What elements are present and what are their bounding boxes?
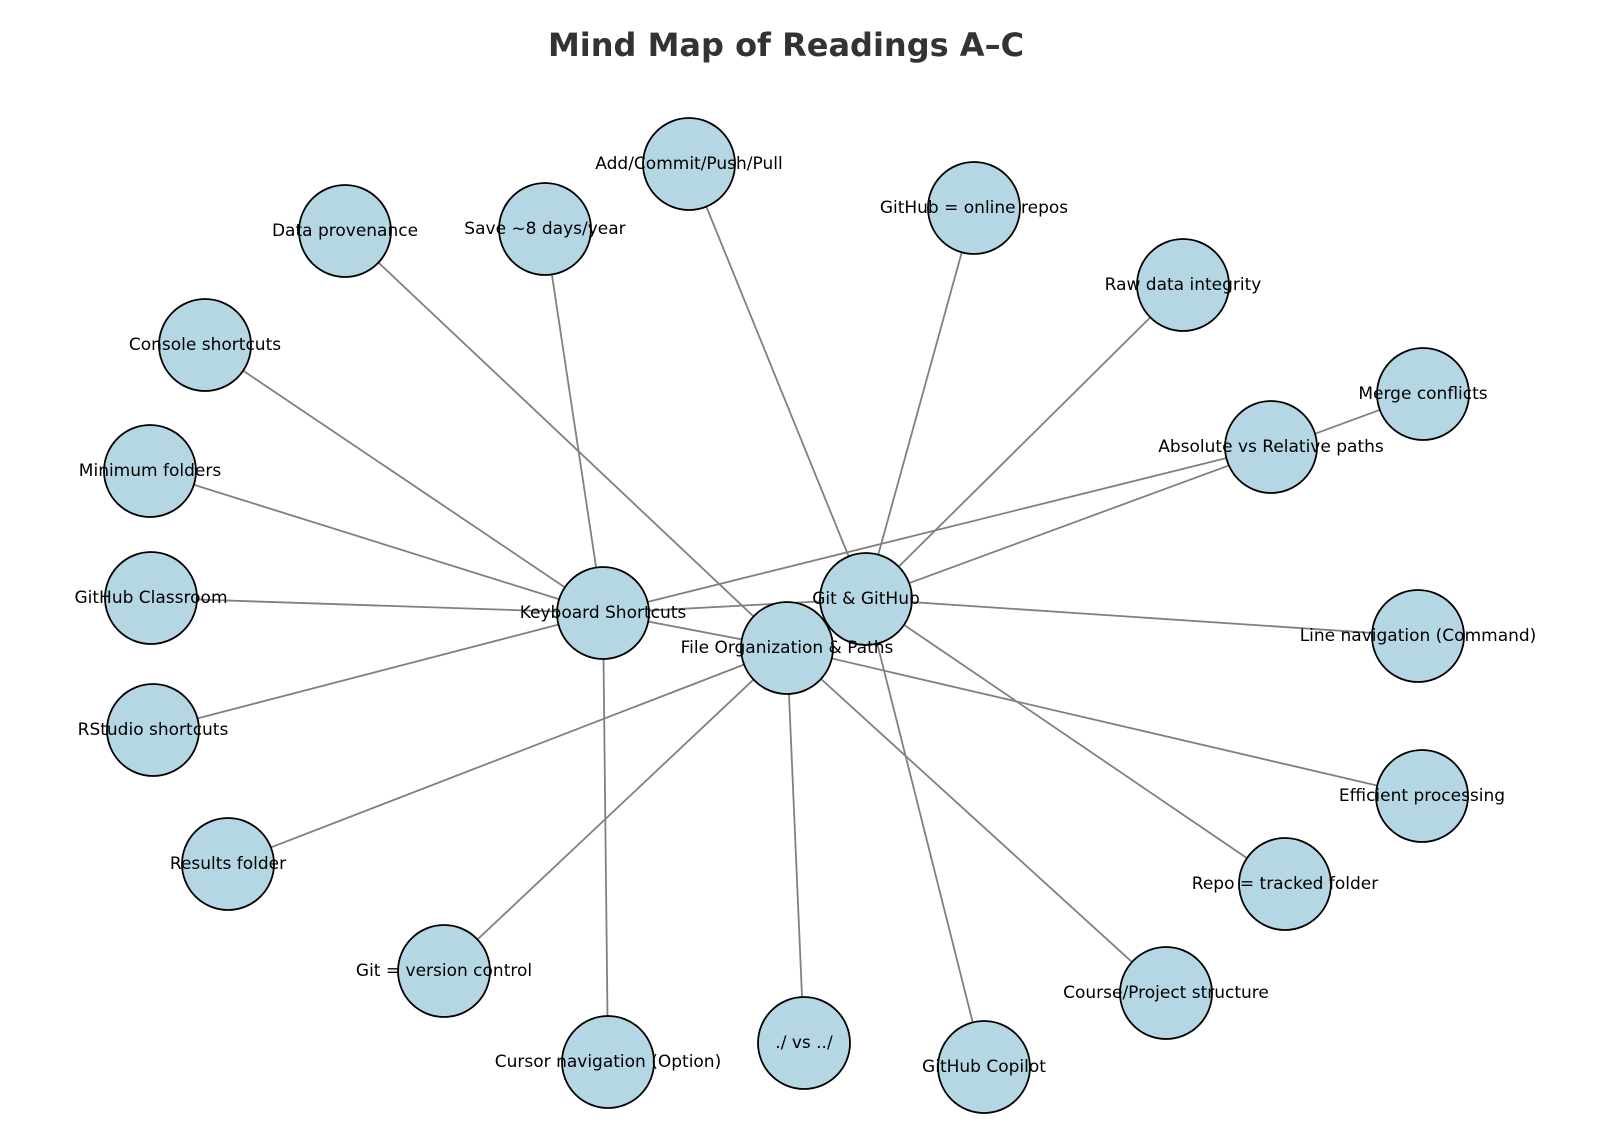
- node-circle-dotpaths: [757, 996, 851, 1090]
- node-git: Git & GitHub: [812, 552, 920, 646]
- node-save8: Save ~8 days/year: [464, 182, 626, 276]
- node-circle-keyboard: [556, 566, 650, 660]
- edge-file-gitvc: [443, 647, 788, 972]
- edge-file-course: [786, 647, 1167, 994]
- edge-git-rawdata: [865, 284, 1184, 600]
- diagram-title: Mind Map of Readings A–C: [548, 26, 1024, 64]
- edge-git-addcommit: [688, 163, 867, 600]
- node-classroom: GitHub Classroom: [74, 551, 228, 645]
- node-label-addcommit: Add/Commit/Push/Pull: [595, 154, 782, 174]
- node-addcommit: Add/Commit/Push/Pull: [595, 117, 783, 211]
- edges-layer: [149, 163, 1424, 1068]
- node-circle-linenav: [1371, 589, 1465, 683]
- node-label-linenav: Line navigation (Command): [1300, 626, 1537, 646]
- node-circle-rawdata: [1136, 238, 1230, 332]
- node-circle-save8: [498, 182, 592, 276]
- edge-keyboard-abspaths: [602, 446, 1272, 614]
- node-label-abspaths: Absolute vs Relative paths: [1158, 437, 1384, 457]
- node-circle-cursornav: [561, 1015, 655, 1109]
- edge-file-efficient: [786, 647, 1423, 797]
- node-merge: Merge conflicts: [1358, 347, 1488, 441]
- node-circle-course: [1119, 946, 1213, 1040]
- node-label-merge: Merge conflicts: [1358, 384, 1487, 404]
- node-circle-merge: [1376, 347, 1470, 441]
- edge-git-merge: [865, 393, 1424, 600]
- node-label-rstudio: RStudio shortcuts: [78, 720, 229, 740]
- node-copilot: GitHub Copilot: [922, 1020, 1046, 1114]
- node-abspaths: Absolute vs Relative paths: [1158, 400, 1384, 494]
- node-results: Results folder: [170, 817, 286, 911]
- node-label-copilot: GitHub Copilot: [922, 1057, 1046, 1077]
- edge-keyboard-console: [204, 344, 604, 614]
- node-label-console: Console shortcuts: [129, 335, 281, 355]
- node-circle-console: [158, 298, 252, 392]
- node-circle-gitvc: [397, 924, 491, 1018]
- edge-git-githubonline: [865, 207, 975, 600]
- node-label-git: Git & GitHub: [812, 589, 920, 609]
- node-label-dotpaths: ./ vs ../: [775, 1033, 833, 1053]
- node-circle-rstudio: [106, 683, 200, 777]
- edge-keyboard-cursornav: [602, 612, 609, 1063]
- node-label-provenance: Data provenance: [272, 221, 418, 241]
- node-label-rawdata: Raw data integrity: [1105, 275, 1262, 295]
- edge-file-provenance: [344, 230, 788, 649]
- node-label-classroom: GitHub Classroom: [74, 588, 227, 608]
- node-label-repo: Repo = tracked folder: [1192, 874, 1378, 894]
- edge-git-copilot: [865, 598, 985, 1068]
- node-cursornav: Cursor navigation (Option): [495, 1015, 721, 1109]
- node-label-gitvc: Git = version control: [356, 961, 532, 981]
- node-label-results: Results folder: [170, 854, 286, 874]
- node-label-githubonline: GitHub = online repos: [880, 198, 1068, 218]
- node-console: Console shortcuts: [129, 298, 281, 392]
- edge-file-results: [227, 647, 788, 865]
- node-circle-provenance: [298, 184, 392, 278]
- node-linenav: Line navigation (Command): [1300, 589, 1537, 683]
- node-course: Course/Project structure: [1063, 946, 1269, 1040]
- node-label-file: File Organization & Paths: [681, 638, 894, 658]
- edge-git-linenav: [865, 598, 1419, 637]
- node-efficient: Efficient processing: [1339, 749, 1505, 843]
- node-keyboard: Keyboard Shortcuts: [520, 566, 687, 660]
- node-file: File Organization & Paths: [681, 601, 894, 695]
- edge-keyboard-minfolders: [149, 470, 604, 614]
- node-circle-minfolders: [103, 424, 197, 518]
- node-label-cursornav: Cursor navigation (Option): [495, 1052, 721, 1072]
- node-label-course: Course/Project structure: [1063, 983, 1269, 1003]
- node-rawdata: Raw data integrity: [1105, 238, 1262, 332]
- node-repo: Repo = tracked folder: [1192, 837, 1378, 931]
- node-gitvc: Git = version control: [356, 924, 532, 1018]
- node-dotpaths: ./ vs ../: [757, 996, 851, 1090]
- node-label-keyboard: Keyboard Shortcuts: [520, 603, 687, 623]
- node-circle-repo: [1238, 837, 1332, 931]
- edge-keyboard-rstudio: [152, 612, 604, 731]
- node-circle-git: [819, 552, 913, 646]
- node-label-save8: Save ~8 days/year: [464, 219, 625, 239]
- node-circle-githubonline: [927, 161, 1021, 255]
- node-minfolders: Minimum folders: [79, 424, 222, 518]
- node-circle-addcommit: [642, 117, 736, 211]
- edge-keyboard-save8: [544, 228, 604, 614]
- node-provenance: Data provenance: [272, 184, 418, 278]
- node-githubonline: GitHub = online repos: [880, 161, 1068, 255]
- node-rstudio: RStudio shortcuts: [78, 683, 229, 777]
- edge-file-dotpaths: [786, 647, 805, 1044]
- node-circle-abspaths: [1224, 400, 1318, 494]
- edge-keyboard-classroom: [150, 597, 604, 614]
- node-circle-copilot: [937, 1020, 1031, 1114]
- node-circle-results: [181, 817, 275, 911]
- node-circle-efficient: [1375, 749, 1469, 843]
- node-label-efficient: Efficient processing: [1339, 786, 1505, 806]
- edge-git-repo: [865, 598, 1286, 885]
- node-circle-file: [740, 601, 834, 695]
- node-label-minfolders: Minimum folders: [79, 461, 222, 481]
- node-circle-classroom: [104, 551, 198, 645]
